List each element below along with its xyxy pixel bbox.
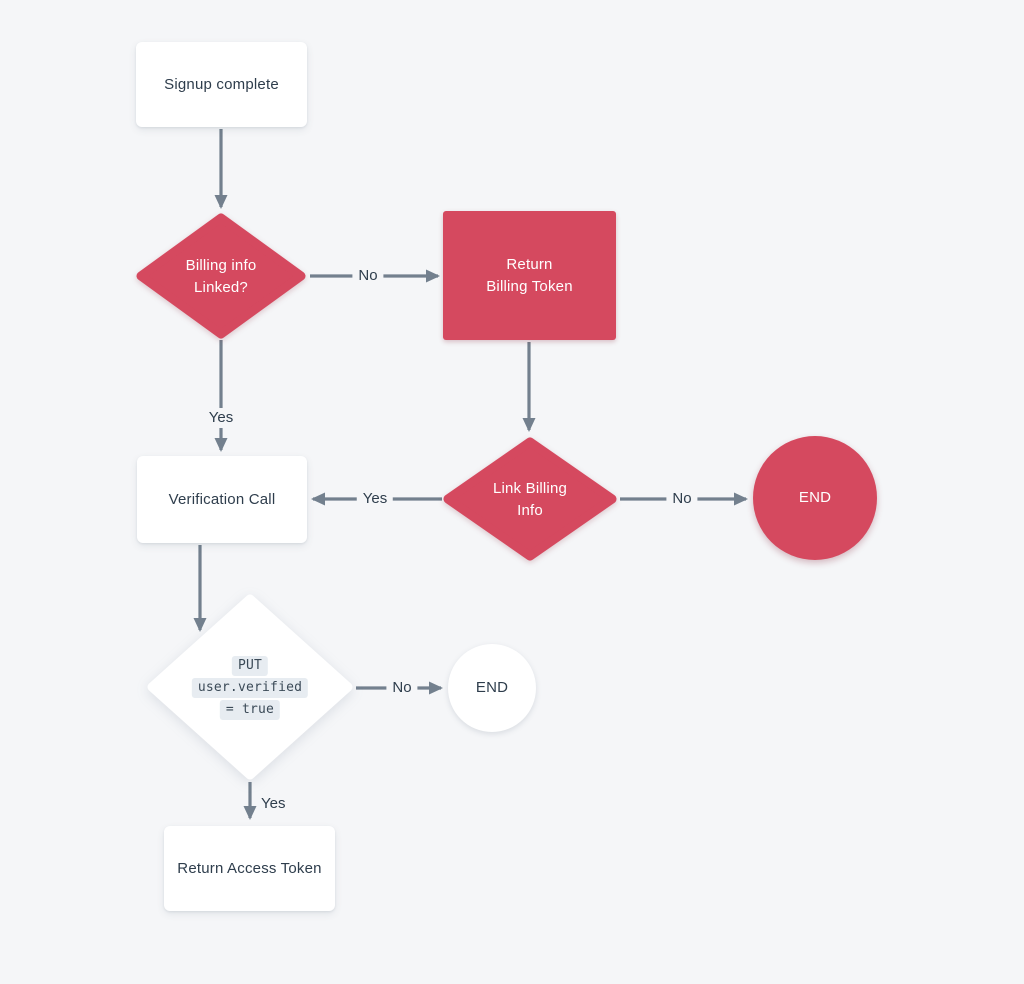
put-verified-code-field: user.verified [191, 678, 309, 698]
billing-linked-diamond[interactable] [136, 213, 306, 339]
edge-label-link-yes: Yes [356, 489, 394, 509]
signup-complete-label: Signup complete [164, 75, 279, 93]
link-billing-diamond[interactable] [443, 437, 617, 561]
edge-label-billing-no: No [352, 266, 384, 286]
link-billing-label: Link Billing Info [493, 478, 567, 522]
end-node-secondary-label: END [475, 679, 509, 696]
verification-call-label: Verification Call [168, 490, 276, 508]
edge-label-billing-yes: Yes [202, 408, 240, 428]
edge-label-put-yes: Yes [261, 795, 286, 812]
end-node-secondary[interactable]: END [448, 644, 536, 732]
return-billing-token-node[interactable]: Return Billing Token [443, 211, 616, 340]
billing-linked-label-line1: Billing info [185, 257, 257, 274]
link-billing-label-line2: Info [517, 502, 543, 519]
put-verified-code: PUT user.verified = true [191, 656, 309, 720]
edge-label-link-no: No [666, 489, 698, 509]
signup-complete-node[interactable]: Signup complete [136, 42, 307, 127]
return-billing-token-label-line1: Return [506, 255, 553, 273]
return-access-token-node[interactable]: Return Access Token [164, 826, 335, 911]
edge-label-put-no: No [386, 678, 418, 698]
put-verified-code-value: = true [219, 700, 281, 720]
end-node-primary-label: END [798, 489, 832, 506]
billing-linked-label: Billing info Linked? [186, 255, 257, 299]
link-billing-label-line1: Link Billing [492, 480, 568, 497]
billing-linked-label-line2: Linked? [194, 279, 248, 296]
verification-call-node[interactable]: Verification Call [137, 456, 307, 543]
end-node-primary[interactable]: END [753, 436, 877, 560]
put-verified-code-method: PUT [231, 656, 269, 676]
return-billing-token-label-line2: Billing Token [486, 277, 573, 295]
return-access-token-label: Return Access Token [177, 859, 322, 877]
